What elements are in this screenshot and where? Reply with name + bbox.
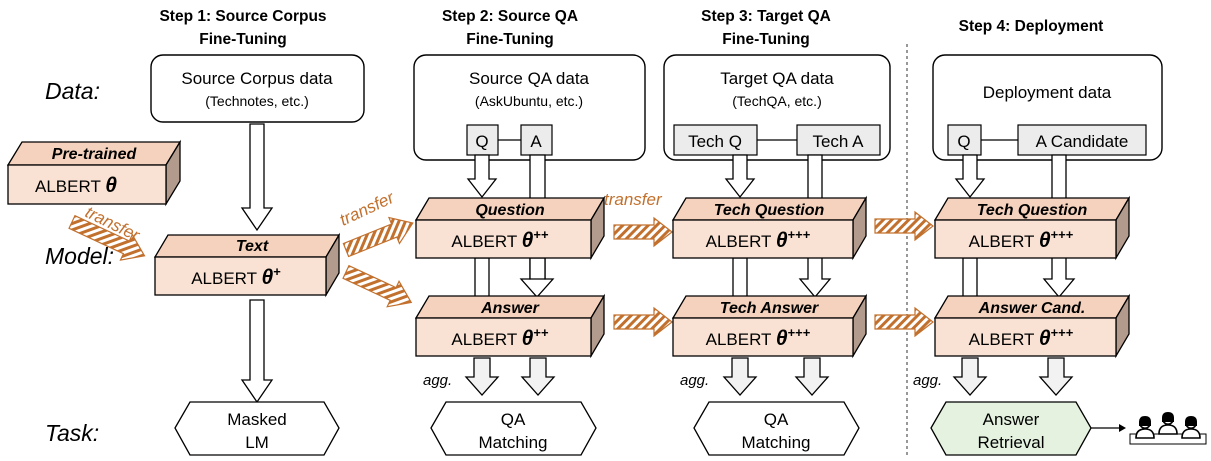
tech-question-model-sup-step3: +++	[788, 227, 811, 242]
question-model-name: ALBERT	[451, 232, 517, 251]
source-corpus-data-title: Source Corpus data	[181, 69, 333, 88]
answer-cand-model-sup: +++	[1051, 325, 1074, 340]
source-corpus-data-box: Source Corpus data (Technotes, etc.)	[150, 54, 365, 123]
task-answer-retrieval-line2: Retrieval	[977, 433, 1044, 452]
tech-answer-model-sup: +++	[788, 325, 811, 340]
svg-text:ALBERT θ+: ALBERT θ+	[191, 264, 281, 289]
tech-question-model-label-step3: Tech Question	[714, 202, 825, 219]
svg-text:ALBERT θ+++: ALBERT θ+++	[969, 325, 1074, 350]
step2-title-line1: Step 2: Source QA	[442, 8, 578, 25]
svg-text:ALBERT θ: ALBERT θ	[35, 174, 117, 197]
step2-title-line2: Fine-Tuning	[466, 31, 554, 48]
step1-title-line2: Fine-Tuning	[199, 31, 287, 48]
task-qa-matching-step2-line1: QA	[501, 410, 526, 429]
answer-cand-model-name: ALBERT	[969, 330, 1035, 349]
tech-question-model-name-step4: ALBERT	[969, 232, 1035, 251]
source-a-label: A	[530, 132, 542, 151]
deployment-data-title: Deployment data	[983, 83, 1112, 102]
tech-answer-model-name: ALBERT	[706, 330, 772, 349]
answer-model-block: Answer ALBERT θ++	[414, 293, 606, 359]
answer-model-name: ALBERT	[451, 330, 517, 349]
task-qa-matching-step3-line2: Matching	[742, 433, 811, 452]
question-model-label: Question	[475, 202, 545, 219]
task-answer-retrieval-line1: Answer	[983, 410, 1040, 429]
step1-title-line1: Step 1: Source Corpus	[159, 8, 326, 25]
step3-title-line2: Fine-Tuning	[722, 31, 810, 48]
task-masked-lm-line2: LM	[245, 433, 269, 452]
pretrained-model-name: ALBERT	[35, 177, 101, 196]
target-qa-data-title: Target QA data	[720, 69, 834, 88]
text-model-block: Text ALBERT θ+	[153, 232, 341, 298]
tech-question-model-name-step3: ALBERT	[706, 232, 772, 251]
users-icon	[1129, 411, 1207, 445]
tech-answer-model-label: Tech Answer	[720, 300, 819, 317]
text-model-theta: θ	[261, 266, 273, 289]
text-model-name: ALBERT	[191, 269, 257, 288]
tech-question-model-theta-step3: θ	[776, 229, 788, 252]
row-label-data: Data:	[45, 78, 100, 104]
source-q-label: Q	[475, 132, 488, 151]
svg-text:ALBERT θ+++: ALBERT θ+++	[706, 227, 811, 252]
question-model-sup: ++	[533, 227, 549, 242]
tech-question-model-block-step4: Tech Question ALBERT θ+++	[933, 195, 1131, 261]
deploy-q-label: Q	[957, 132, 970, 151]
task-masked-lm: Masked LM	[174, 401, 340, 456]
svg-text:ALBERT θ++: ALBERT θ++	[451, 325, 549, 350]
tech-question-model-block-step3: Tech Question ALBERT θ+++	[671, 195, 868, 261]
answer-model-sup: ++	[533, 325, 549, 340]
flow-arrows	[240, 123, 1076, 404]
tech-question-model-sup-step4: +++	[1051, 227, 1074, 242]
row-label-model: Model:	[45, 243, 114, 269]
svg-text:ALBERT θ+++: ALBERT θ+++	[969, 227, 1074, 252]
source-qa-data-box: Source QA data (AskUbuntu, etc.) Q A	[413, 54, 646, 161]
tech-question-model-theta-step4: θ	[1039, 229, 1051, 252]
transfer-label-2: transfer	[337, 187, 398, 229]
source-qa-data-sub: (AskUbuntu, etc.)	[475, 93, 583, 109]
pretrained-model-block: Pre-trained ALBERT θ	[6, 139, 182, 207]
tech-answer-model-theta: θ	[776, 327, 788, 350]
question-model-theta: θ	[522, 229, 534, 252]
target-qa-data-box: Target QA data (TechQA, etc.) Tech Q Tec…	[663, 54, 891, 161]
svg-text:ALBERT θ+++: ALBERT θ+++	[706, 325, 811, 350]
task-qa-matching-step3: QA Matching	[693, 401, 860, 456]
deploy-a-candidate-label: A Candidate	[1036, 132, 1129, 151]
task-masked-lm-line1: Masked	[227, 410, 287, 429]
svg-text:ALBERT θ++: ALBERT θ++	[451, 227, 549, 252]
text-model-label: Text	[236, 238, 269, 255]
answer-cand-model-theta: θ	[1039, 327, 1051, 350]
tech-a-label: Tech A	[812, 132, 864, 151]
row-label-task: Task:	[45, 420, 99, 446]
step4-title: Step 4: Deployment	[959, 18, 1104, 35]
deployment-data-box: Deployment data Q A Candidate	[932, 54, 1163, 161]
text-model-sup: +	[273, 264, 281, 279]
tech-q-label: Tech Q	[688, 132, 742, 151]
task-qa-matching-step3-line1: QA	[764, 410, 789, 429]
tech-answer-model-block: Tech Answer ALBERT θ+++	[671, 293, 868, 359]
answer-cand-model-label: Answer Cand.	[978, 300, 1086, 317]
step3-title-line1: Step 3: Target QA	[701, 8, 831, 25]
agg-label-step2: agg.	[423, 372, 452, 389]
source-qa-data-title: Source QA data	[469, 69, 590, 88]
tech-question-model-label-step4: Tech Question	[977, 202, 1088, 219]
answer-model-theta: θ	[522, 327, 534, 350]
task-answer-retrieval: Answer Retrieval	[930, 401, 1092, 456]
task-qa-matching-step2: QA Matching	[430, 401, 597, 456]
pretrained-label: Pre-trained	[52, 146, 138, 163]
agg-label-step3: agg.	[680, 372, 709, 389]
question-model-block: Question ALBERT θ++	[414, 195, 606, 261]
pretrained-theta: θ	[105, 174, 117, 197]
answer-cand-model-block: Answer Cand. ALBERT θ+++	[933, 293, 1131, 359]
source-corpus-data-sub: (Technotes, etc.)	[205, 93, 309, 109]
agg-label-step4: agg.	[913, 372, 942, 389]
task-qa-matching-step2-line2: Matching	[479, 433, 548, 452]
transfer-label-3: transfer	[604, 190, 663, 209]
answer-model-label: Answer	[480, 300, 540, 317]
transfer-arrows	[68, 210, 934, 338]
target-qa-data-sub: (TechQA, etc.)	[732, 93, 821, 109]
